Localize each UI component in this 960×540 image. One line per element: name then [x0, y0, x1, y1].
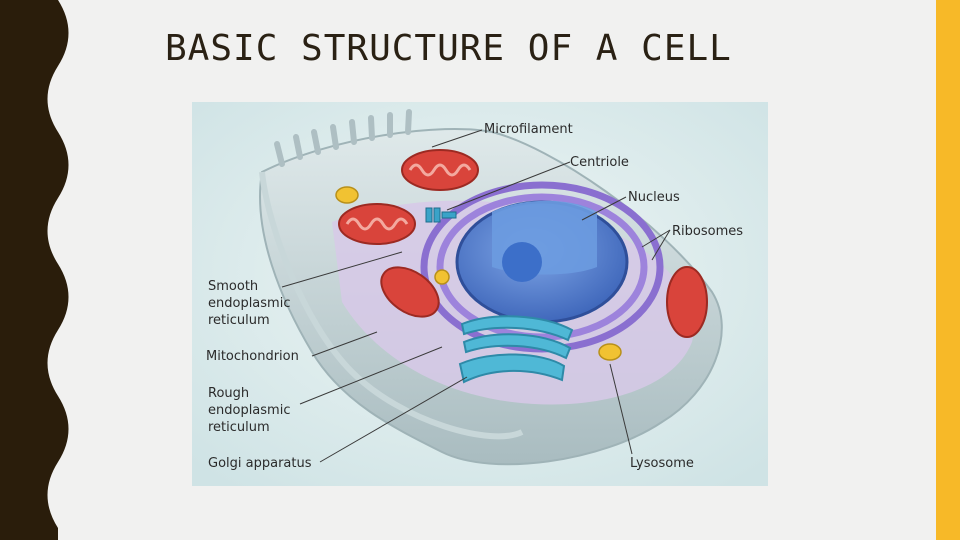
label-mitochondrion: Mitochondrion — [206, 349, 299, 364]
label-ribosomes: Ribosomes — [672, 224, 743, 239]
label-smooth-er-3: reticulum — [208, 313, 270, 328]
label-centriole: Centriole — [570, 155, 629, 170]
accent-bar — [936, 0, 960, 540]
label-rough-er-2: endoplasmic — [208, 403, 290, 418]
label-rough-er-3: reticulum — [208, 420, 270, 435]
slide-title: BASIC STRUCTURE OF A CELL — [165, 26, 785, 72]
label-rough-er-1: Rough — [208, 386, 249, 401]
nucleolus — [502, 242, 542, 282]
label-nucleus: Nucleus — [628, 190, 680, 205]
label-smooth-er-1: Smooth — [208, 279, 258, 294]
label-smooth-er-2: endoplasmic — [208, 296, 290, 311]
label-microfilament: Microfilament — [484, 122, 573, 137]
label-golgi-apparatus: Golgi apparatus — [208, 456, 312, 471]
label-lysosome: Lysosome — [630, 456, 694, 471]
cell-diagram: Microfilament Centriole Nucleus Ribosome… — [192, 102, 768, 486]
nucleus — [457, 201, 627, 322]
decorative-wavy-band — [0, 0, 72, 540]
